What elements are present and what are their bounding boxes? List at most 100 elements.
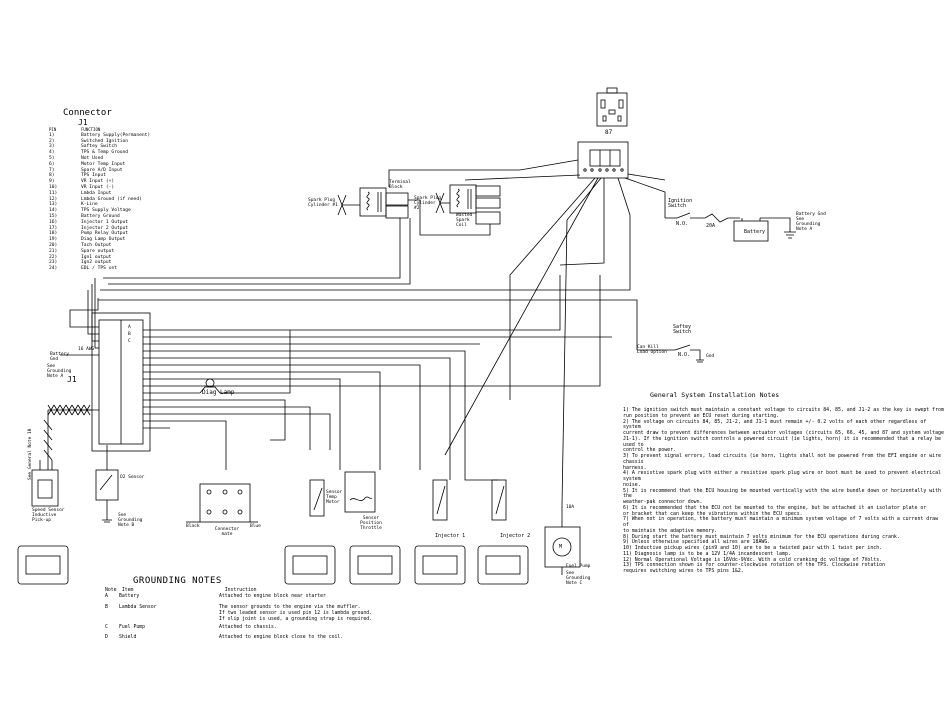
pin-function: Lmbda Input [81,190,112,196]
pin-number: 24) [49,266,58,272]
pin-function: TPS & Temp Ground [81,150,129,156]
pin-row: 11)Lmbda Input [49,191,150,197]
connector-mate-label: Connector mate [214,527,240,537]
bottom-connectors [17,545,529,585]
grounding-note: D [105,635,108,640]
function-header: FUNCTION [81,127,101,132]
speed-sensor [31,460,59,507]
pin-function: Pump Relay Output [81,231,129,237]
fuse-20a-label: 20A [706,223,716,229]
pin-number: 15) [49,213,58,219]
general-note-line: J1-1). If the ignition switch controls a… [623,435,941,448]
pin-row: 10)VR Input (-) [49,185,150,191]
general-note-line: or bracket that can keep the vibrations … [623,510,803,517]
battery-label: Battery [744,229,766,235]
pin-number: 9) [49,179,55,185]
temp-sensor [309,479,325,517]
safety-gnd-label: Gnd [706,354,715,359]
grounding-instruction: Attached to chassis. [219,625,277,630]
general-note-line: 7) When not in operation, the battery mu… [623,516,939,528]
general-note-line: to maintain the adaptive memory. [623,527,718,534]
pin-function: Tach Output [81,242,112,248]
wasted-spark-label: Wasted Spark Coil [456,213,473,228]
general-note-line: 10) Inductive pickup wires (pin9 and 10)… [623,545,883,551]
grounding-note: B [105,605,108,610]
throttle-sensor-label: Sensor Position Throttle [360,516,382,531]
pin-number: 1) [49,132,55,138]
j1-pin-a-label: A [128,325,131,330]
general-note-line: run position to prevent an ECU reset dur… [623,412,780,419]
grounding-instruction: Attached to engine block near starter [219,594,326,599]
j1-connector [91,312,151,452]
speed-sensor-label: Speed Sensor Inductive Pick-up [32,508,65,523]
ignition-battery [665,212,796,242]
throttle-sensor [344,471,376,513]
pin-row: 15)Battery Ground [49,214,150,220]
pin-number: 18) [49,231,58,237]
terminal-block-label: Terminal Block [389,180,411,190]
grounding-note-header: Note [105,588,117,593]
grounding-instruction-header: Instruction [224,588,257,593]
grounding-instruction: If two leaded sensor is used pin 12 is l… [219,611,373,616]
general-note-line: requires switching wires to TPS pins 1&2… [623,568,744,574]
pin-function: K-Line [81,202,98,208]
j1-label: J1 [67,375,77,384]
j1-ground-note-label: See Grounding Note A [47,364,72,379]
general-note-line: 6) It is recommended that the ECU not be… [623,504,927,511]
pin-function: TPS Input [81,173,106,179]
general-note-line: 3) To prevent signal errors, load circui… [623,453,941,465]
general-note-line: 1) The ignition switch must maintain a c… [623,407,944,413]
pin-row: 7)Spare A/D Input [49,168,150,174]
injectors [432,420,507,521]
general-note-line: 8) During start the battery must maintai… [623,533,900,540]
general-note-line: 12) Normal Operational Voltage is 16Vdc-… [623,556,883,563]
general-note-label: See General Note 10 [28,428,33,480]
general-note-line: 4) A resistive spark plug with either a … [623,470,941,482]
ignition-no-label: N.O. [676,221,689,227]
pin-function: Motor Temp Input [81,161,126,167]
pin-function: Ign2 output [81,260,112,266]
grounding-row: C Fuel Pump Attached to chassis. [105,625,277,630]
general-note-line: 2) The voltage on circuits 84, 85, J1-2,… [623,418,927,431]
pin-row: 6) Motor Temp Input [49,162,150,168]
pin-number: 13) [49,202,58,208]
pin-function: Diag Lamp Output [81,237,126,243]
spark-plug-2-label: Spark Plug Cylinder #2 [414,196,442,211]
diag-lamp-label: Diag Lamp [202,389,235,396]
pin-row: 17)Injector 2 Output [49,226,150,232]
pin-function: EDL / TPS set [81,266,117,272]
grounding-row: If slip joint is used, a grounding strap… [105,617,372,622]
grounding-item: Battery [119,594,140,599]
pin-number: 12) [49,196,58,202]
general-note-line: noise. [623,481,641,488]
pin-function: Injector 1 Output [81,219,129,225]
pin-number: 6) [49,161,55,167]
o2-sensor-label: O2 Sensor [120,475,145,480]
general-note-line: 5) It is recommend that the ECU housing … [623,487,941,500]
ignition-switch-label: Ignition Switch [668,198,693,209]
j1-pin-c-label: C [128,339,131,344]
battery-ground-label: Battery Gnd See Grounding Note A [796,212,826,232]
pin-table-header: PIN FUNCTION [49,127,150,133]
relay-box [577,141,629,179]
safety-input-label: Can Kill Load Option [637,345,667,355]
pin-row: 2)Switched Ignition [49,139,150,145]
j1-16awg-label: 16 AWG [78,347,95,352]
grounding-instruction: If slip joint is used, a grounding strap… [219,617,373,622]
pin-number: 14) [49,208,58,214]
grounding-note: C [105,625,108,630]
pin-number: 10) [49,184,58,190]
injector-2-label: Injector 2 [500,533,531,539]
pin-number: 8) [49,173,55,179]
diag-lamp [199,330,291,394]
pin-number: 21) [49,248,58,254]
pin-number: 23) [49,260,58,266]
grounding-item: Fuel Pump [119,625,145,630]
pin-function: Not Used [81,155,104,161]
pin-row: 3)Saftey Switch [49,144,150,150]
general-note-line: harness. [623,464,647,471]
